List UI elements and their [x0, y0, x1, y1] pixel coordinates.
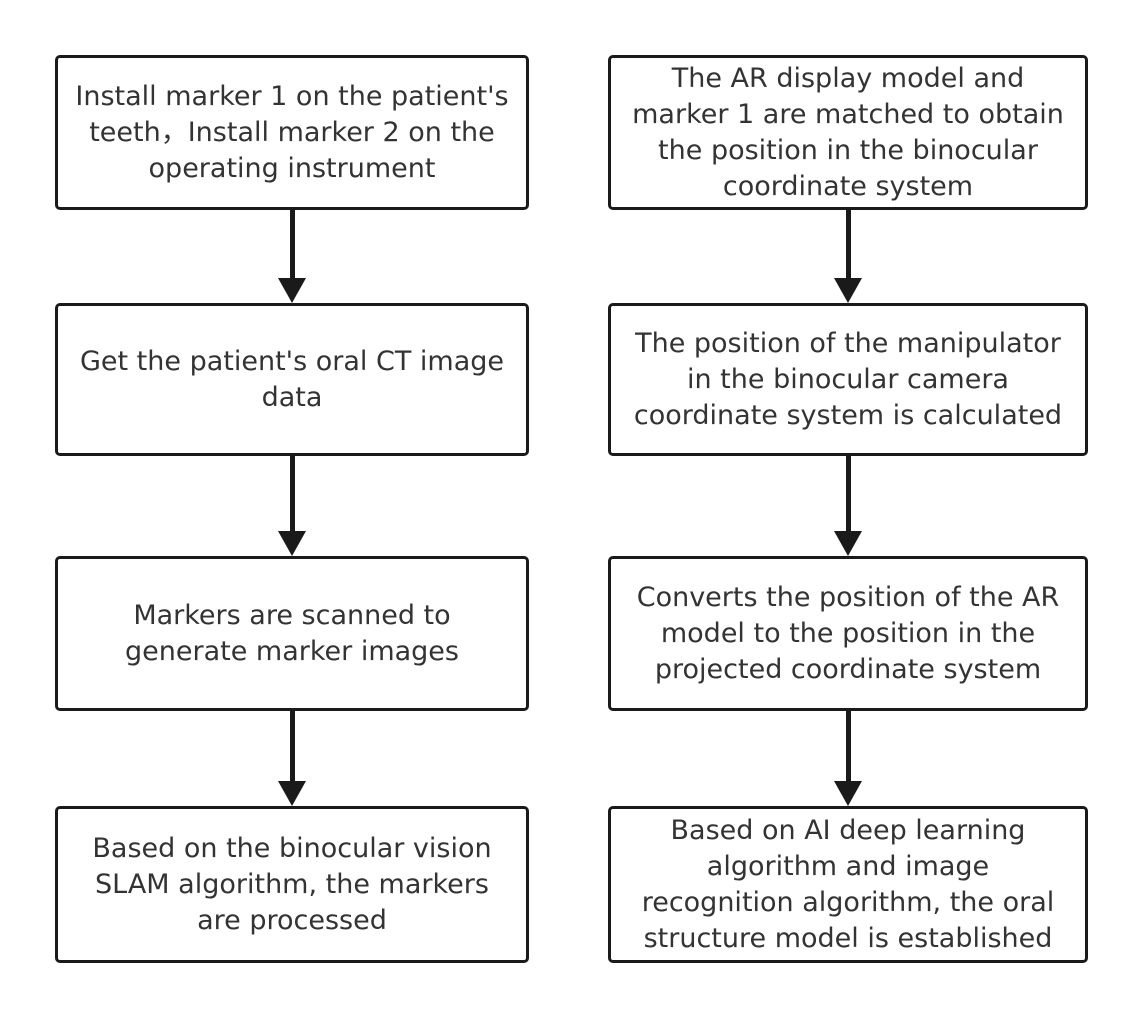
step-text: Install marker 1 on the patient's teeth，… — [75, 79, 508, 187]
arrow-shaft — [290, 456, 295, 533]
step-scan-markers: Markers are scanned to generate marker i… — [55, 556, 529, 711]
step-text: Markers are scanned to generate marker i… — [125, 598, 459, 670]
step-line: marker 1 are matched to obtain — [632, 98, 1064, 130]
arrow-head-icon — [278, 781, 306, 806]
step-match-ar-model: The AR display model and marker 1 are ma… — [608, 55, 1088, 210]
step-install-markers: Install marker 1 on the patient's teeth，… — [55, 55, 529, 210]
arrow-shaft — [290, 711, 295, 783]
step-line: Converts the position of the AR — [636, 581, 1060, 613]
arrow-shaft — [846, 210, 851, 280]
step-line: Get the patient's oral CT image — [79, 345, 505, 377]
step-line: The AR display model and — [671, 62, 1025, 94]
step-line: Markers are scanned to — [133, 599, 451, 631]
step-text: Based on AI deep learning algorithm and … — [642, 813, 1055, 957]
step-line: Install marker 1 on the patient's — [75, 80, 509, 112]
arrow-head-icon — [834, 278, 862, 303]
step-line: Based on AI deep learning — [670, 814, 1026, 846]
step-calc-manipulator-position: The position of the manipulator in the b… — [608, 303, 1088, 456]
arrow-head-icon — [278, 531, 306, 556]
step-convert-ar-position: Converts the position of the AR model to… — [608, 556, 1088, 711]
arrow-shaft — [290, 210, 295, 280]
step-line: the position in the binocular — [658, 134, 1038, 166]
step-line: are processed — [197, 904, 387, 936]
step-line: The position of the manipulator — [635, 327, 1061, 359]
arrow-shaft — [846, 711, 851, 783]
step-line: in the binocular camera — [686, 363, 1009, 395]
step-line: Based on the binocular vision — [92, 832, 492, 864]
step-line: generate marker images — [125, 635, 459, 667]
step-line: model to the position in the — [660, 617, 1036, 649]
step-line: teeth，Install marker 2 on the — [89, 116, 495, 148]
step-text: The position of the manipulator in the b… — [634, 326, 1062, 434]
step-line: data — [261, 381, 323, 413]
arrow-head-icon — [834, 531, 862, 556]
step-text: Converts the position of the AR model to… — [637, 580, 1060, 688]
step-line: operating instrument — [148, 152, 436, 184]
step-text: Get the patient's oral CT image data — [80, 344, 504, 416]
arrow-shaft — [846, 456, 851, 533]
step-text: Based on the binocular vision SLAM algor… — [92, 831, 491, 939]
step-build-oral-model: Based on AI deep learning algorithm and … — [608, 806, 1088, 963]
step-line: SLAM algorithm, the markers — [95, 868, 489, 900]
arrow-head-icon — [278, 278, 306, 303]
step-line: algorithm and image — [706, 850, 990, 882]
step-line: projected coordinate system — [654, 653, 1042, 685]
step-line: coordinate system is calculated — [633, 399, 1063, 431]
step-get-ct-data: Get the patient's oral CT image data — [55, 303, 529, 456]
step-line: recognition algorithm, the oral — [641, 886, 1055, 918]
step-line: coordinate system — [722, 170, 974, 202]
step-text: The AR display model and marker 1 are ma… — [632, 61, 1064, 205]
step-line: structure model is established — [643, 922, 1053, 954]
step-slam-processing: Based on the binocular vision SLAM algor… — [55, 806, 529, 963]
arrow-head-icon — [834, 781, 862, 806]
